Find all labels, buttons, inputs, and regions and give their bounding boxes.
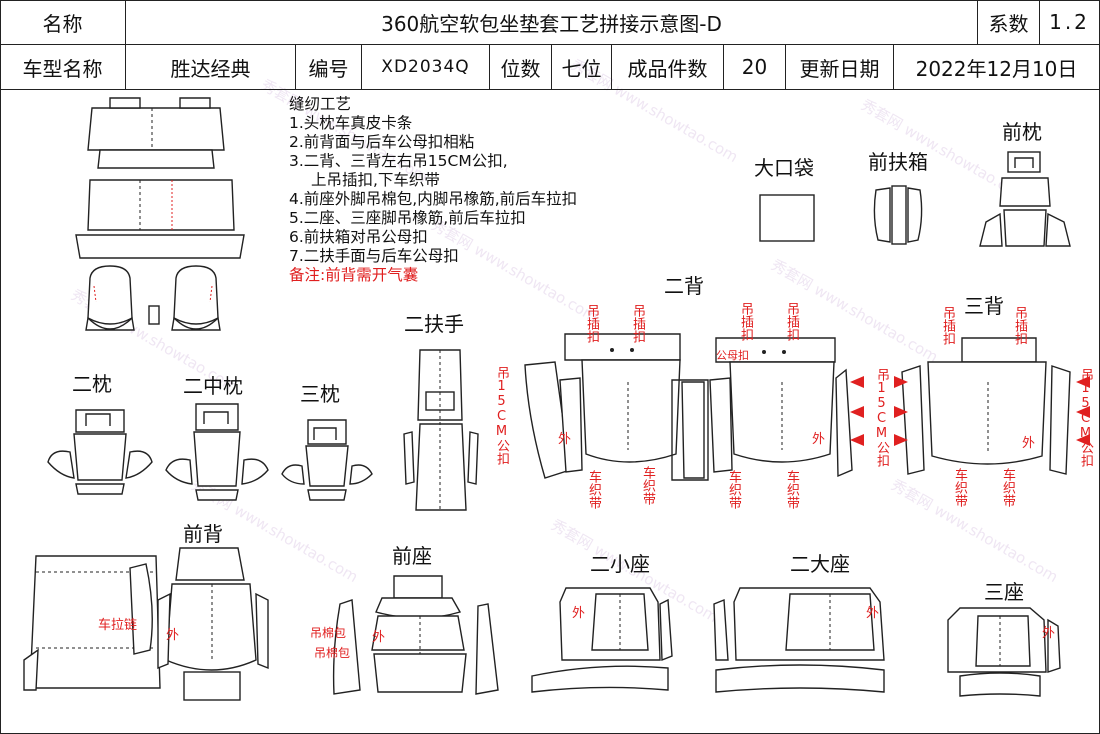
front-pillow-pieces xyxy=(979,151,1071,247)
notes-remark: 备注:前背需开气囊 xyxy=(289,266,419,284)
date-value: 2022年12月10日 xyxy=(894,45,1100,90)
part-title-second-small-seat: 二小座 xyxy=(590,552,650,576)
annotation-outer: 外 xyxy=(558,432,572,447)
second-back-pieces xyxy=(524,333,853,481)
part-title-second-pillow: 二枕 xyxy=(72,372,112,396)
annotation-hang-buckle: 吊插扣 xyxy=(630,304,645,343)
second-big-seat-pieces xyxy=(713,587,885,693)
annotation-outer: 外 xyxy=(866,606,880,621)
part-title-front-back: 前背 xyxy=(183,522,223,546)
pieces-label: 成品件数 xyxy=(612,45,724,90)
part-title-front-pillow: 前枕 xyxy=(1002,120,1042,144)
part-title-front-armbox: 前扶箱 xyxy=(868,150,928,174)
front-back-pieces xyxy=(23,547,269,701)
code-label: 编号 xyxy=(296,45,362,90)
part-title-second-mid-pillow: 二中枕 xyxy=(183,374,243,398)
front-armbox-pieces xyxy=(873,185,923,245)
annotation-strap: 车织带 xyxy=(726,470,741,509)
document-title: 360航空软包坐垫套工艺拼接示意图-D xyxy=(126,0,978,45)
sewing-notes: 缝纫工艺 1.头枕车真皮卡条 2.前背面与后车公母扣相粘 3.二背、三背左右吊1… xyxy=(289,95,577,285)
second-armrest-pieces xyxy=(403,349,479,511)
header-table: 名称 360航空软包坐垫套工艺拼接示意图-D 系数 1.2 车型名称 胜达经典 … xyxy=(0,0,1100,90)
part-title-third-back: 三背 xyxy=(964,294,1004,318)
annotation-cotton-pack: 吊棉包 xyxy=(310,626,347,640)
part-title-front-seat: 前座 xyxy=(392,544,432,568)
name-label: 名称 xyxy=(0,0,126,45)
seats-value: 七位 xyxy=(552,45,612,90)
annotation-outer: 外 xyxy=(812,432,826,447)
seats-label: 位数 xyxy=(490,45,552,90)
annotation-hang-15cm: 吊15CM公扣 xyxy=(874,368,889,467)
annotation-outer: 外 xyxy=(1042,626,1056,641)
note-item: 5.二座、三座脚吊橡筋,前后车拉扣 xyxy=(289,209,526,227)
annotation-hang-buckle: 吊插扣 xyxy=(738,302,753,341)
note-item: 1.头枕车真皮卡条 xyxy=(289,114,413,132)
model-label: 车型名称 xyxy=(0,45,126,90)
note-item: 2.前背面与后车公母扣相粘 xyxy=(289,133,475,151)
annotation-strap: 车织带 xyxy=(952,468,967,507)
annotation-strap: 车织带 xyxy=(640,466,655,505)
note-item: 3.二背、三背左右吊15CM公扣, xyxy=(289,152,508,170)
big-pocket-piece xyxy=(759,194,815,242)
third-seat-pieces xyxy=(947,607,1061,697)
code-value: XD2034Q xyxy=(362,45,490,90)
annotation-zipper: 车拉链 xyxy=(98,618,138,633)
second-small-seat-pieces xyxy=(531,587,673,693)
note-item: 6.前扶箱对吊公母扣 xyxy=(289,228,428,246)
car-seat-overview-illustration xyxy=(75,97,245,331)
annotation-hang-buckle: 吊插扣 xyxy=(1012,306,1027,345)
third-pillow-pieces xyxy=(281,419,373,501)
third-back-pieces xyxy=(850,337,1090,475)
annotation-strap: 车织带 xyxy=(784,470,799,509)
second-pillow-pieces xyxy=(47,409,153,495)
annotation-hang-buckle: 吊插扣 xyxy=(584,304,599,343)
model-value: 胜达经典 xyxy=(126,45,296,90)
annotation-hang-buckle: 吊插扣 xyxy=(940,306,955,345)
date-label: 更新日期 xyxy=(786,45,894,90)
part-title-third-pillow: 三枕 xyxy=(300,382,340,406)
notes-title: 缝纫工艺 xyxy=(289,95,352,113)
coefficient-label: 系数 xyxy=(978,0,1040,45)
annotation-male-female-buckle: 公母扣 xyxy=(716,349,749,362)
annotation-hang-15cm: 吊15CM公扣 xyxy=(1078,368,1093,467)
part-title-third-seat: 三座 xyxy=(984,580,1024,604)
annotation-outer: 外 xyxy=(372,630,386,645)
front-seat-pieces xyxy=(332,575,499,695)
part-title-second-big-seat: 二大座 xyxy=(790,552,850,576)
annotation-outer: 外 xyxy=(1022,436,1036,451)
note-item: 4.前座外脚吊棉包,内脚吊橡筋,前后车拉扣 xyxy=(289,190,578,208)
annotation-outer: 外 xyxy=(166,628,180,643)
annotation-strap: 车织带 xyxy=(586,470,601,509)
pieces-value: 20 xyxy=(724,45,786,90)
annotation-cotton-pack: 吊棉包 xyxy=(314,646,351,660)
annotation-hang-buckle: 吊插扣 xyxy=(784,302,799,341)
part-title-second-back: 二背 xyxy=(664,274,704,298)
annotation-hang-15cm: 吊15CM公扣 xyxy=(494,366,509,465)
annotation-strap: 车织带 xyxy=(1000,468,1015,507)
note-item: 7.二扶手面与后车公母扣 xyxy=(289,247,459,265)
part-title-big-pocket: 大口袋 xyxy=(754,156,814,180)
second-mid-pillow-pieces xyxy=(165,403,269,501)
part-title-second-armrest: 二扶手 xyxy=(404,312,464,336)
note-item: 上吊插扣,下车织带 xyxy=(311,171,440,189)
annotation-outer: 外 xyxy=(572,606,586,621)
